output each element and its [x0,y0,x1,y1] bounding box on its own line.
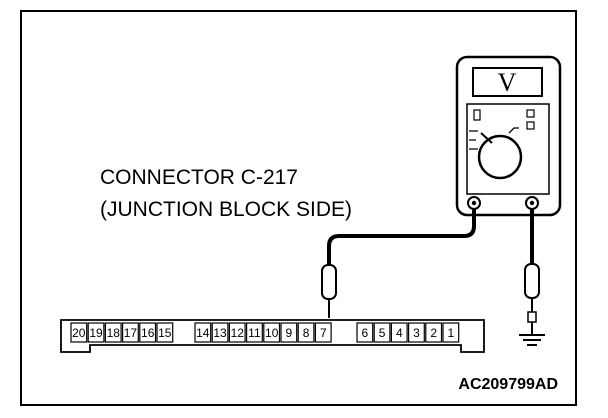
connector-pin-label: 12 [231,326,245,340]
connector-pin-label: 9 [286,326,293,340]
positive-probe [321,264,337,318]
connector-pin-10 [263,322,281,343]
connector-pin-label: 11 [248,326,261,340]
connector-pin-label: 20 [72,326,86,340]
connector-pin-label: 13 [213,326,227,340]
connector-pin-15 [156,322,174,343]
connector-pin-label: 8 [303,326,310,340]
ground-probe-clip [527,311,537,323]
meter-switch-right-top [526,109,535,118]
connector-pin-label: 19 [89,326,103,340]
connector-pin-label: 5 [379,326,386,340]
connector-pin-1 [442,322,460,343]
connector-pin-17 [121,322,139,343]
connector-pin-9 [280,322,298,343]
connector-pin-label: 18 [107,326,121,340]
positive-probe-boot [321,264,337,300]
meter-switch-right-bottom [526,121,535,130]
connector-pin-label: 3 [413,326,420,340]
meter-switch-left [473,109,481,121]
connector-pin-label: 14 [196,326,210,340]
probe-lead-positive [327,209,476,266]
connector-pin-20 [70,322,88,343]
com-jack-center [471,200,477,206]
connector-pin-label: 16 [141,326,155,340]
connector-pin-7 [314,322,332,343]
connector-pin-label: 4 [396,326,403,340]
meter-display [472,67,543,97]
connector-pin-5 [373,322,391,343]
connector-pin-3 [408,322,425,343]
connector-pin-18 [104,322,122,343]
connector-pin-11 [246,322,263,343]
ground-probe [524,263,540,327]
connector-pin-14 [194,322,212,343]
connector-pin-19 [87,322,105,343]
connector-pin-label: 17 [124,326,138,340]
connector-pin-label: 7 [320,326,327,340]
connector-pin-4 [390,322,408,343]
connector-pin-label: 10 [265,326,279,340]
connector-pin-label: 1 [448,326,455,340]
connector-pin-6 [356,322,374,343]
ground-probe-boot [524,263,540,299]
connector-pin-label: 6 [362,326,369,340]
connector-pin-2 [425,322,443,343]
voltage-mode-symbol: V [498,68,517,97]
voltage-jack-center [529,200,535,206]
meter-scale-marks [469,127,519,150]
connector-pin-12 [228,322,246,343]
multimeter: V [455,55,562,217]
diagram-frame [20,10,577,406]
range-selector-dial[interactable] [477,134,523,180]
connector-pin-label: 2 [430,326,437,340]
connector-pin-label: 15 [158,326,172,340]
connector-title: CONNECTOR C-217 [100,166,298,189]
figure-code: AC209799AD [458,376,558,393]
connector-side: (JUNCTION BLOCK SIDE) [100,198,352,221]
connector-pin-16 [139,322,157,343]
range-selector-pointer [480,132,493,144]
connector-pin-8 [297,322,315,343]
connector-pin-13 [211,322,229,343]
ground-symbol-icon [519,327,545,346]
